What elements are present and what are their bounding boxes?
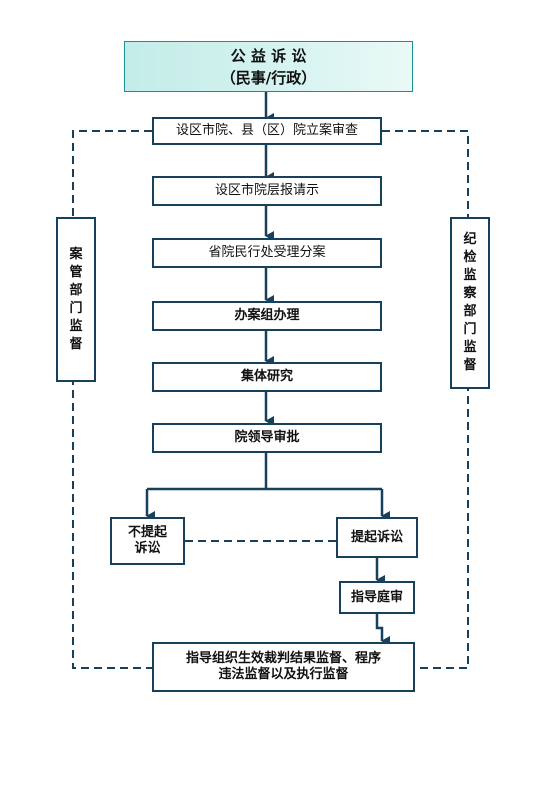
- left-char: 案: [69, 246, 83, 262]
- step-label: 设区市院、县（区）院立案审查: [175, 123, 358, 138]
- left-char: 督: [69, 336, 83, 352]
- left-char: 管: [69, 264, 83, 280]
- step-report-request: 设区市院层报请示: [152, 176, 382, 206]
- right-dashed-loop: [382, 130, 469, 669]
- step-label: 省院民行处受理分案: [208, 245, 326, 260]
- step-leader-approval: 院领导审批: [152, 423, 382, 453]
- right-char: 监: [463, 340, 477, 355]
- left-char: 门: [69, 300, 83, 316]
- step-case-filing-review: 设区市院、县（区）院立案审查: [152, 117, 382, 145]
- no-suit-line1: 不提起: [127, 525, 167, 540]
- final-supervision-box: 指导组织生效裁判结果监督、程序 违法监督以及执行监督: [152, 642, 415, 692]
- file-suit-box: 提起诉讼: [336, 517, 418, 558]
- title-line2: （民事/行政）: [220, 68, 317, 87]
- case-management-supervision-box: 案 管 部 门 监 督: [56, 217, 96, 382]
- step-handling-team: 办案组办理: [152, 301, 382, 331]
- title-line1: 公 益 诉 讼: [230, 46, 307, 65]
- left-char: 部: [69, 282, 83, 298]
- right-char: 门: [463, 322, 477, 337]
- step-label: 院领导审批: [234, 430, 300, 445]
- right-char: 察: [463, 286, 477, 301]
- right-char: 监: [463, 268, 477, 283]
- guide-trial-box: 指导庭审: [339, 581, 415, 614]
- no-suit-line2: 诉讼: [134, 541, 161, 556]
- arrow-trial-to-final: [375, 614, 390, 646]
- final-line1: 指导组织生效裁判结果监督、程序: [185, 651, 381, 666]
- no-suit-box: 不提起 诉讼: [110, 517, 185, 565]
- right-char: 部: [463, 304, 477, 319]
- step-label: 集体研究: [240, 369, 293, 384]
- file-suit-label: 提起诉讼: [350, 529, 403, 545]
- right-char: 纪: [463, 232, 477, 247]
- final-line2: 违法监督以及执行监督: [218, 667, 349, 682]
- title-box: 公 益 诉 讼 （民事/行政）: [124, 41, 413, 92]
- step-label: 办案组办理: [234, 308, 300, 323]
- right-char: 检: [463, 250, 477, 265]
- left-dashed-loop: [72, 130, 152, 669]
- discipline-inspection-supervision-box: 纪 检 监 察 部 门 监 督: [450, 217, 490, 389]
- right-char: 督: [463, 358, 477, 373]
- step-collective-study: 集体研究: [152, 362, 382, 392]
- left-char: 监: [69, 318, 83, 334]
- step-label: 设区市院层报请示: [214, 183, 319, 198]
- guide-trial-label: 指导庭审: [350, 589, 403, 605]
- step-accept-assign: 省院民行处受理分案: [152, 238, 382, 268]
